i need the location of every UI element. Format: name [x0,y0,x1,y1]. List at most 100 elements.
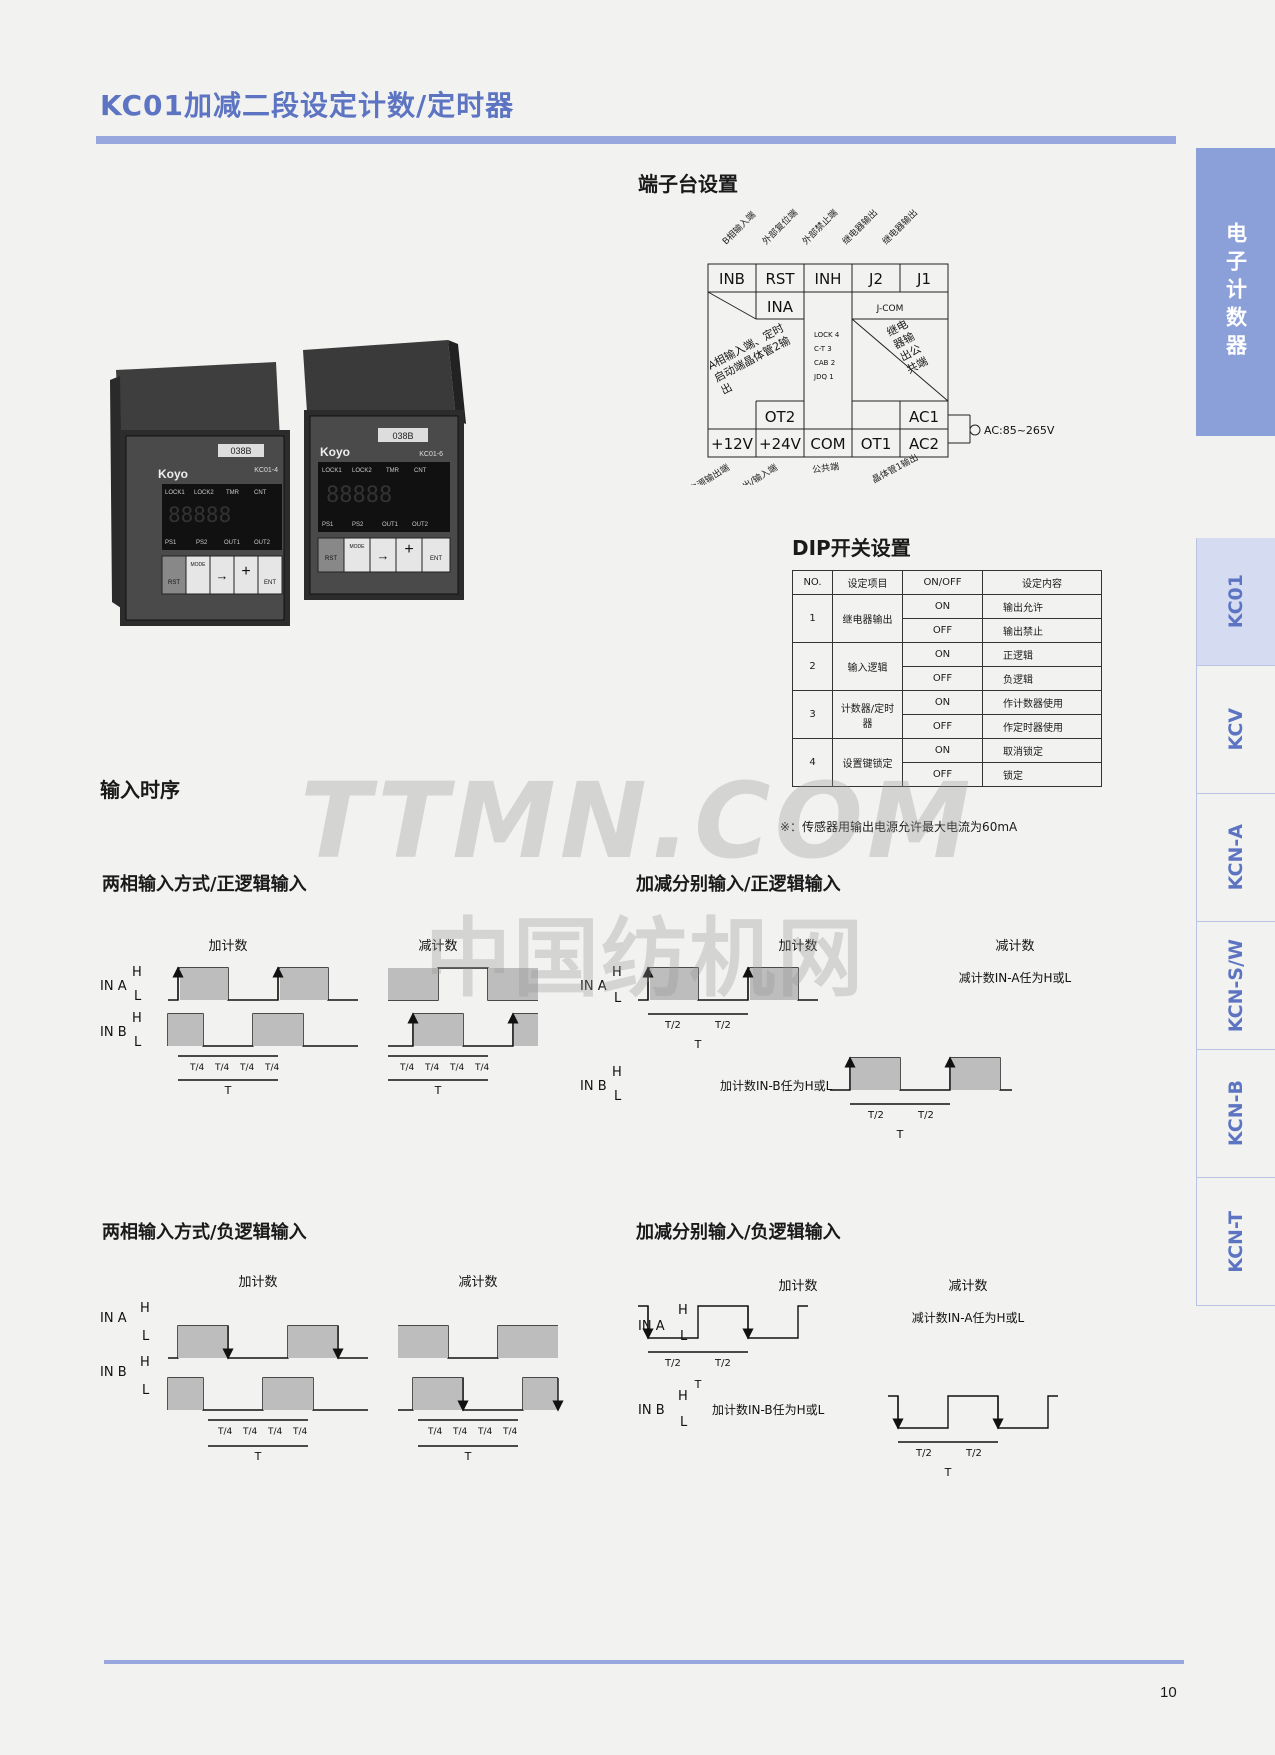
svg-text:CNT: CNT [414,468,427,474]
svg-text:T/4: T/4 [264,1063,280,1073]
svg-text:RST: RST [765,270,795,288]
svg-text:+: + [404,541,413,558]
terminal-diagram: B相输入端 外部复位端 外部禁止端 继电器输出 继电器输出 INB RST IN… [666,207,1055,485]
svg-text:T/4: T/4 [427,1427,443,1437]
bottom-rule [104,1660,1184,1664]
side-tabs: 电子计数器 KC01 KCV KCN-A KCN-S/W KCN-B KCN-T [1196,148,1275,1306]
svg-text:INB: INB [719,270,745,288]
dip-switch-table: NO. 设定项目 ON/OFF 设定内容 1 继电器输出 ON 输出允许 OFF… [792,570,1102,787]
side-tab-kcn-b[interactable]: KCN-B [1196,1050,1275,1178]
svg-text:L: L [614,991,622,1006]
svg-text:KC01-6: KC01-6 [419,451,443,458]
svg-text:T/2: T/2 [714,1358,731,1369]
svg-text:88888: 88888 [326,483,392,508]
svg-text:T/2: T/2 [664,1358,681,1369]
side-tab-kc01[interactable]: KC01 [1196,538,1275,666]
svg-text:IN A: IN A [100,1311,127,1326]
side-main-tab[interactable]: 电子计数器 [1196,148,1275,436]
svg-text:T/4: T/4 [239,1063,255,1073]
svg-text:T: T [254,1450,262,1463]
svg-text:IN B: IN B [100,1025,127,1040]
svg-text:LOCK2: LOCK2 [352,468,372,474]
svg-text:PS2: PS2 [196,540,208,546]
side-tab-kcv[interactable]: KCV [1196,666,1275,794]
side-tab-kcn-a[interactable]: KCN-A [1196,794,1275,922]
svg-text:T: T [896,1128,904,1141]
side-tab-kcn-sw[interactable]: KCN-S/W [1196,922,1275,1050]
svg-text:AC1: AC1 [909,408,939,426]
svg-text:+12V: +12V [711,435,754,453]
svg-text:L: L [134,989,142,1004]
svg-text:H: H [132,965,142,980]
table-row: OFF 输出禁止 [793,618,1102,643]
svg-text:T/4: T/4 [502,1427,518,1437]
svg-text:加计数IN-B任为H或L: 加计数IN-B任为H或L [720,1078,833,1093]
svg-text:OUT2: OUT2 [412,522,429,528]
svg-text:加计数: 加计数 [778,939,817,954]
svg-text:T/4: T/4 [474,1063,490,1073]
svg-text:TMR: TMR [226,490,240,496]
svg-text:TMR: TMR [386,468,400,474]
terminal-left-desc: A相输入端、定时启动端晶体管2输出 [710,323,793,398]
svg-text:T/2: T/2 [915,1448,932,1459]
svg-text:+: + [241,563,250,580]
svg-text:→: → [377,548,390,563]
svg-text:T/2: T/2 [714,1020,731,1031]
table-row: 1 继电器输出 ON 输出允许 [792,594,1102,643]
svg-text:公共端: 公共端 [811,460,839,476]
counter-unit-4: 038B Koyo KC01-4 LOCK1 LOCK2 TMR CNT 888… [110,362,290,626]
svg-text:加计数: 加计数 [778,1279,817,1294]
svg-text:H: H [678,1303,688,1318]
svg-text:MODE: MODE [350,544,366,550]
svg-text:T/2: T/2 [664,1020,681,1031]
svg-text:外部复位端: 外部复位端 [760,207,800,247]
page-title: KC01加减二段设定计数/定时器 [100,89,515,122]
svg-text:T/2: T/2 [917,1110,934,1121]
svg-text:OT1: OT1 [861,435,892,453]
svg-text:减计数: 减计数 [458,1275,497,1290]
svg-text:IN B: IN B [638,1403,665,1418]
svg-text:H: H [140,1355,150,1370]
svg-text:J1: J1 [916,270,931,288]
svg-text:L: L [680,1329,688,1344]
svg-text:ENT: ENT [430,556,442,562]
svg-text:T/4: T/4 [242,1427,258,1437]
svg-text:T: T [694,1378,702,1391]
svg-text:Koyo: Koyo [158,467,188,481]
svg-text:减计数: 减计数 [418,939,457,954]
side-tab-kcn-t[interactable]: KCN-T [1196,1178,1275,1306]
svg-text:PS2: PS2 [352,522,364,528]
timing-sec1-heading: 两相输入方式/正逻辑输入 [102,874,307,895]
svg-text:→: → [216,568,229,583]
svg-text:H: H [612,965,622,980]
svg-text:J2: J2 [868,270,883,288]
dip-heading: DIP开关设置 [792,536,911,560]
svg-text:CNT: CNT [254,490,267,496]
svg-text:L: L [142,1329,150,1344]
svg-text:OT2: OT2 [765,408,796,426]
svg-text:L: L [134,1035,142,1050]
svg-text:LOCK1: LOCK1 [165,490,185,496]
svg-text:L: L [680,1415,688,1430]
table-row: OFF 锁定 [793,762,1102,787]
svg-text:PS1: PS1 [165,540,177,546]
svg-text:IN A: IN A [638,1319,665,1334]
svg-text:INH: INH [815,270,842,288]
timing-sec3-heading: 两相输入方式/负逻辑输入 [102,1222,307,1243]
svg-text:T/4: T/4 [424,1063,440,1073]
svg-text:B相输入端: B相输入端 [720,209,758,247]
svg-text:IN B: IN B [100,1365,127,1380]
svg-text:038B: 038B [230,446,251,456]
timing-sec2-heading: 加减分别输入/正逻辑输入 [636,874,841,895]
table-row: 4 设置键锁定 ON 取消锁定 [792,738,1102,787]
watermark-en: TTMN.COM [300,760,975,882]
watermark-cn: 中国纺机网 [425,909,865,1009]
svg-text:LOCK2: LOCK2 [194,490,214,496]
svg-text:T: T [944,1466,952,1479]
svg-text:H: H [132,1011,142,1026]
svg-text:AC:85~265V: AC:85~265V [984,424,1055,437]
svg-text:T/4: T/4 [292,1427,308,1437]
svg-text:LOCK 4: LOCK 4 [814,331,840,339]
svg-text:KC01-4: KC01-4 [254,467,278,474]
svg-text:晶体管1输出: 晶体管1输出 [870,451,920,485]
